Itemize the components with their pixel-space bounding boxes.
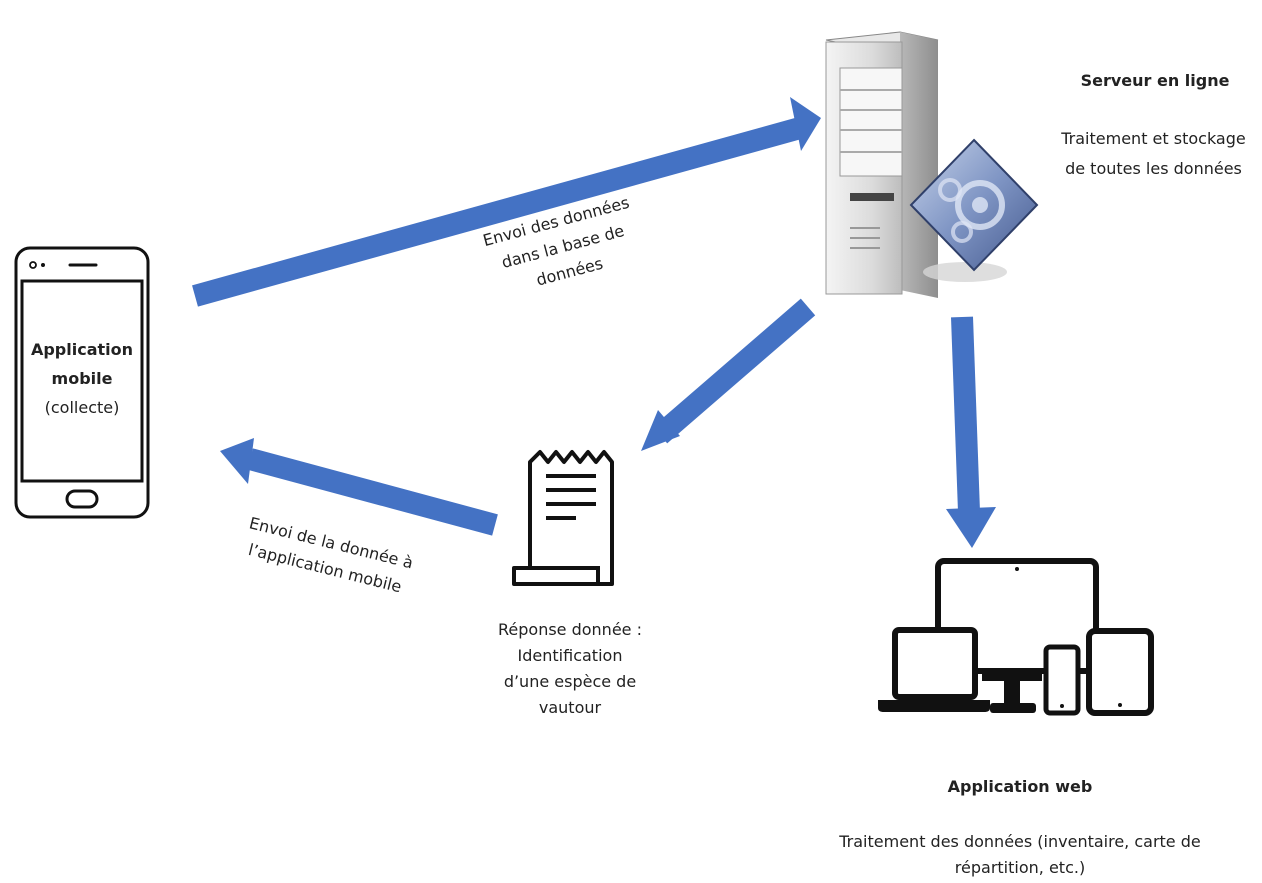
server-desc-line2: de toutes les données <box>1065 159 1242 178</box>
webapp-desc-line2: répartition, etc.) <box>954 858 1086 877</box>
mobile-app-subtitle: (collecte) <box>44 398 120 417</box>
response-line2: Identification <box>517 646 623 665</box>
response-line1: Réponse donnée : <box>498 620 642 639</box>
response-line3: d’une espèce de <box>503 672 637 691</box>
smartphone-icon <box>14 246 150 519</box>
mobile-app-title-line1: Application <box>30 340 134 359</box>
webapp-title: Application web <box>947 777 1093 796</box>
receipt-icon <box>512 450 614 586</box>
server-icon <box>825 31 1007 298</box>
multi-device-icon <box>878 558 1154 716</box>
response-line4: vautour <box>538 698 602 717</box>
gear-icon <box>909 138 1039 272</box>
server-title: Serveur en ligne <box>1080 71 1230 90</box>
arrow-send-to-server <box>192 97 821 307</box>
arrow-server-to-webapp <box>946 316 996 548</box>
webapp-desc-line1: Traitement des données (inventaire, cart… <box>839 832 1201 851</box>
server-desc-line1: Traitement et stockage <box>1061 129 1246 148</box>
arrow-response-to-mobile <box>220 438 498 536</box>
response-label: Réponse donnée : Identification d’une es… <box>470 617 670 721</box>
arrow-server-to-response <box>641 298 816 451</box>
mobile-app-title-line2: mobile <box>51 369 113 388</box>
